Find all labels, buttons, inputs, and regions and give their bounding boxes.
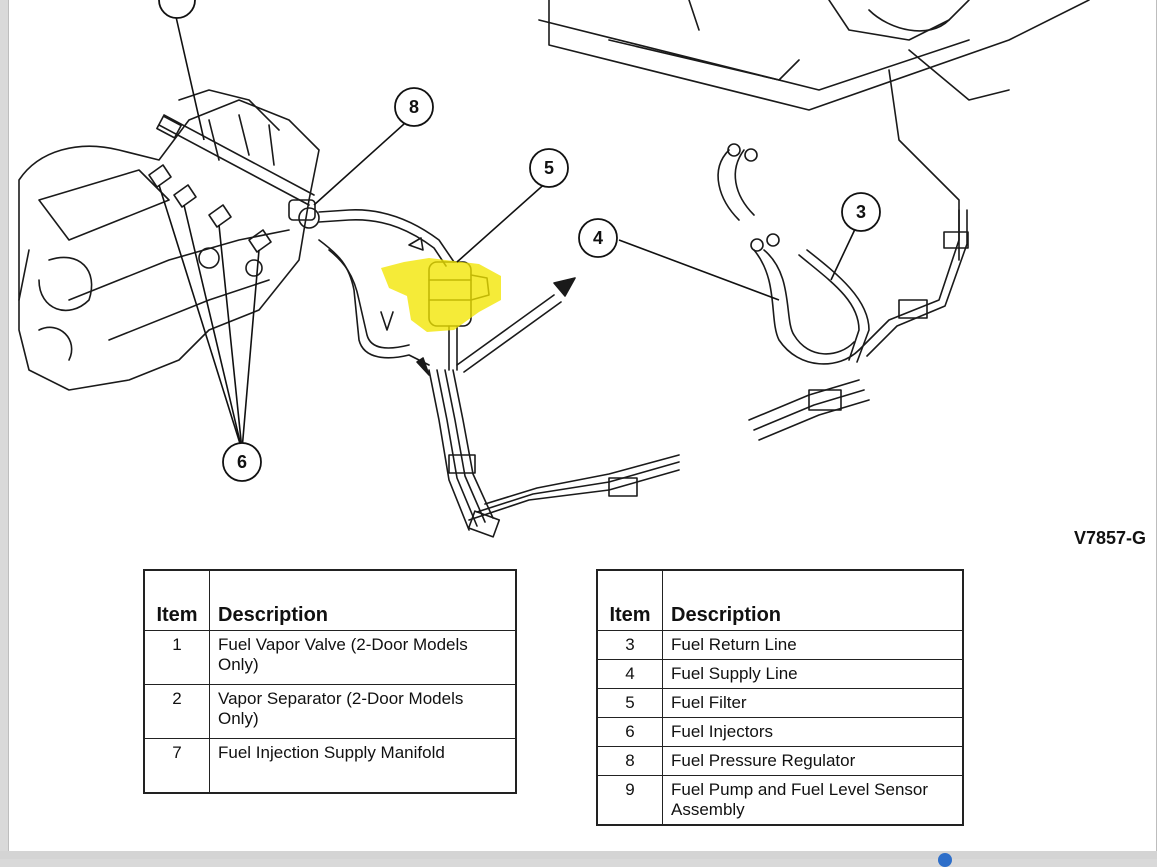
vehicle-underbody (538, 0, 1090, 261)
item-header: Item (143, 569, 210, 631)
item-header: Item (596, 569, 663, 631)
callout-6-circle (222, 442, 262, 482)
callout-4-label: 4 (593, 228, 603, 248)
table-row: 8 Fuel Pressure Regulator (596, 746, 964, 776)
item-number: 7 (143, 738, 210, 794)
callout-8-label: 8 (409, 97, 419, 117)
table-row: 4 Fuel Supply Line (596, 659, 964, 689)
legend-header-row: Item Description (596, 569, 964, 631)
item-description: Fuel Supply Line (662, 659, 964, 689)
item-number: 6 (596, 717, 663, 747)
scroll-indicator-icon[interactable] (938, 853, 952, 867)
callout-8-circle (394, 87, 434, 127)
callout-3-circle (841, 192, 881, 232)
item-description: Fuel Pressure Regulator (662, 746, 964, 776)
legend-table-left: Item Description 1 Fuel Vapor Valve (2-D… (143, 569, 517, 794)
item-number: 5 (596, 688, 663, 718)
item-description: Fuel Injectors (662, 717, 964, 747)
table-row: 2 Vapor Separator (2-Door Models Only) (143, 684, 517, 739)
table-row: 6 Fuel Injectors (596, 717, 964, 747)
regulator-line (318, 209, 455, 263)
item-description: Fuel Vapor Valve (2-Door Models Only) (209, 630, 517, 685)
description-header: Description (662, 569, 964, 631)
item-description: Fuel Injection Supply Manifold (209, 738, 517, 794)
item-number: 2 (143, 684, 210, 739)
fuel-manifold (156, 114, 320, 229)
callout-6-label: 6 (237, 452, 247, 472)
return-supply-lines (717, 143, 969, 441)
callout-4-circle (578, 218, 618, 258)
table-row: 9 Fuel Pump and Fuel Level Sensor Assemb… (596, 775, 964, 826)
engine-block (18, 89, 320, 391)
callout-5-circle (529, 148, 569, 188)
item-number: 3 (596, 630, 663, 660)
table-row: 7 Fuel Injection Supply Manifold (143, 738, 517, 794)
table-row: 1 Fuel Vapor Valve (2-Door Models Only) (143, 630, 517, 685)
legend-table-right: Item Description 3 Fuel Return Line 4 Fu… (596, 569, 964, 826)
item-description: Fuel Return Line (662, 630, 964, 660)
item-description: Vapor Separator (2-Door Models Only) (209, 684, 517, 739)
item-number: 1 (143, 630, 210, 685)
fuel-injectors (148, 164, 272, 277)
diagram-sheet: 3 4 5 6 8 V7857-G Item Description 1 Fue… (8, 0, 1157, 851)
item-number: 9 (596, 775, 663, 826)
bottom-scrollbar[interactable] (0, 851, 1157, 859)
fuel-system-diagram: 3 4 5 6 8 (18, 0, 1090, 538)
callout-5-label: 5 (544, 158, 554, 178)
item-number: 8 (596, 746, 663, 776)
table-row: 5 Fuel Filter (596, 688, 964, 718)
fuel-lines-bundle (428, 369, 680, 538)
item-description: Fuel Pump and Fuel Level Sensor Assembly (662, 775, 964, 826)
item-description: Fuel Filter (662, 688, 964, 718)
filter-highlight (381, 258, 501, 332)
legend-header-row: Item Description (143, 569, 517, 631)
table-row: 3 Fuel Return Line (596, 630, 964, 660)
figure-code: V7857-G (1073, 528, 1146, 548)
item-number: 4 (596, 659, 663, 689)
description-header: Description (209, 569, 517, 631)
callout-3-label: 3 (856, 202, 866, 222)
